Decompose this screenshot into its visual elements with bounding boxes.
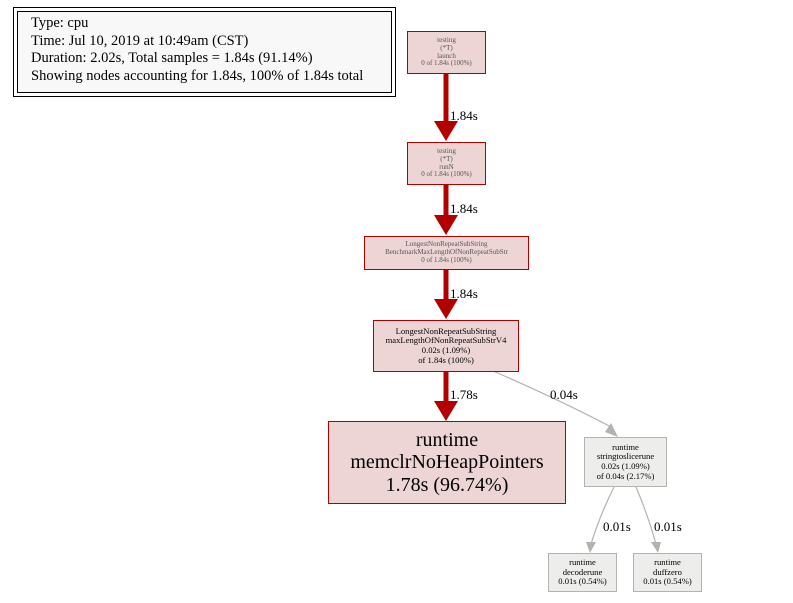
node-maxlength-v4[interactable]: LongestNonRepeatSubString maxLengthOfNon… [373,320,519,372]
node-label-line: 0.01s (0.54%) [643,576,692,587]
node-duffzero[interactable]: runtime duffzero 0.01s (0.54%) [633,553,702,592]
node-label-line: LongestNonRepeatSubString [405,240,488,249]
edge-label-runN-to-benchmark: 1.84s [450,201,478,216]
node-label-line: testing [437,35,456,44]
node-decoderune[interactable]: runtime decoderune 0.01s (0.54%) [548,553,617,592]
legend-showing: Showing nodes accounting for 1.84s, 100%… [31,67,364,84]
arrowhead-v4-to-memclr [434,401,458,421]
node-label-line: 0.02s (1.09%) [601,461,650,471]
node-label-line: 1.78s (96.74%) [385,473,509,496]
node-label-line: decoderune [562,566,603,577]
arrowhead-benchmark-to-v4 [434,299,458,319]
node-label-line: runtime [569,557,596,568]
node-label-line: testing [437,146,456,155]
edge-stringtoslicerune-to-decoderune [590,486,615,545]
profile-legend-inner: Type: cpu Time: Jul 10, 2019 at 10:49am … [17,11,392,93]
node-benchmark[interactable]: LongestNonRepeatSubString BenchmarkMaxLe… [364,236,529,270]
node-label-line: 0.01s (0.54%) [558,576,607,587]
arrowhead-stringtoslicerune-to-decoderune [586,542,596,553]
edge-label-stringtoslicerune-to-decoderune: 0.01s [603,519,631,534]
node-label-line: 0 of 1.84s (100%) [421,59,472,68]
node-label-line: stringtoslicerune [596,451,655,462]
profile-legend: Type: cpu Time: Jul 10, 2019 at 10:49am … [13,7,396,97]
edge-v4-to-stringtoslicerune [492,370,614,429]
legend-duration: Duration: 2.02s, Total samples = 1.84s (… [31,50,313,66]
node-label-line: 0.02s (1.09%) [421,345,471,355]
node-label-line: maxLengthOfNonRepeatSubStrV4 [385,335,507,346]
node-label-line: (*T) [440,43,453,52]
arrowhead-runN-to-benchmark [434,215,458,235]
node-label-line: runtime [415,428,479,451]
node-label-line: of 0.04s (2.17%) [596,470,655,481]
node-label-line: BenchmarkMaxLengthOfNonRepeatSubStr [385,248,508,257]
arrowhead-stringtoslicerune-to-duffzero [651,542,661,553]
node-label-line: 0 of 1.84s (100%) [421,170,472,179]
edge-stringtoslicerune-to-duffzero [635,486,657,545]
legend-type: Type: cpu [31,15,89,31]
node-label-line: runN [439,162,454,171]
node-label-line: LongestNonRepeatSubString [395,325,497,336]
node-label-line: 0 of 1.84s (100%) [421,255,472,264]
edge-label-stringtoslicerune-to-duffzero: 0.01s [654,519,682,534]
node-label-line: runtime [654,557,681,568]
edge-label-v4-to-stringtoslicerune: 0.04s [550,387,578,402]
node-label-line: launch [437,51,456,60]
node-testing-launch[interactable]: testing (*T) launch 0 of 1.84s (100%) [407,31,486,74]
node-label-line: memclrNoHeapPointers [350,451,544,474]
edge-label-benchmark-to-v4: 1.84s [450,286,478,301]
legend-time: Time: Jul 10, 2019 at 10:49am (CST) [31,32,249,49]
node-testing-runN[interactable]: testing (*T) runN 0 of 1.84s (100%) [407,142,486,185]
edge-label-launch-to-runN: 1.84s [450,108,478,123]
node-stringtoslicerune[interactable]: runtime stringtoslicerune 0.02s (1.09%) … [584,437,667,487]
node-memclr[interactable]: runtime memclrNoHeapPointers 1.78s (96.7… [328,421,566,504]
node-label-line: (*T) [440,154,453,163]
node-label-line: duffzero [653,566,682,577]
edge-label-v4-to-memclr: 1.78s [450,387,478,402]
node-label-line: of 1.84s (100%) [418,354,474,365]
arrowhead-v4-to-stringtoslicerune [605,423,618,437]
node-label-line: runtime [612,441,639,452]
arrowhead-launch-to-runN [434,121,458,141]
